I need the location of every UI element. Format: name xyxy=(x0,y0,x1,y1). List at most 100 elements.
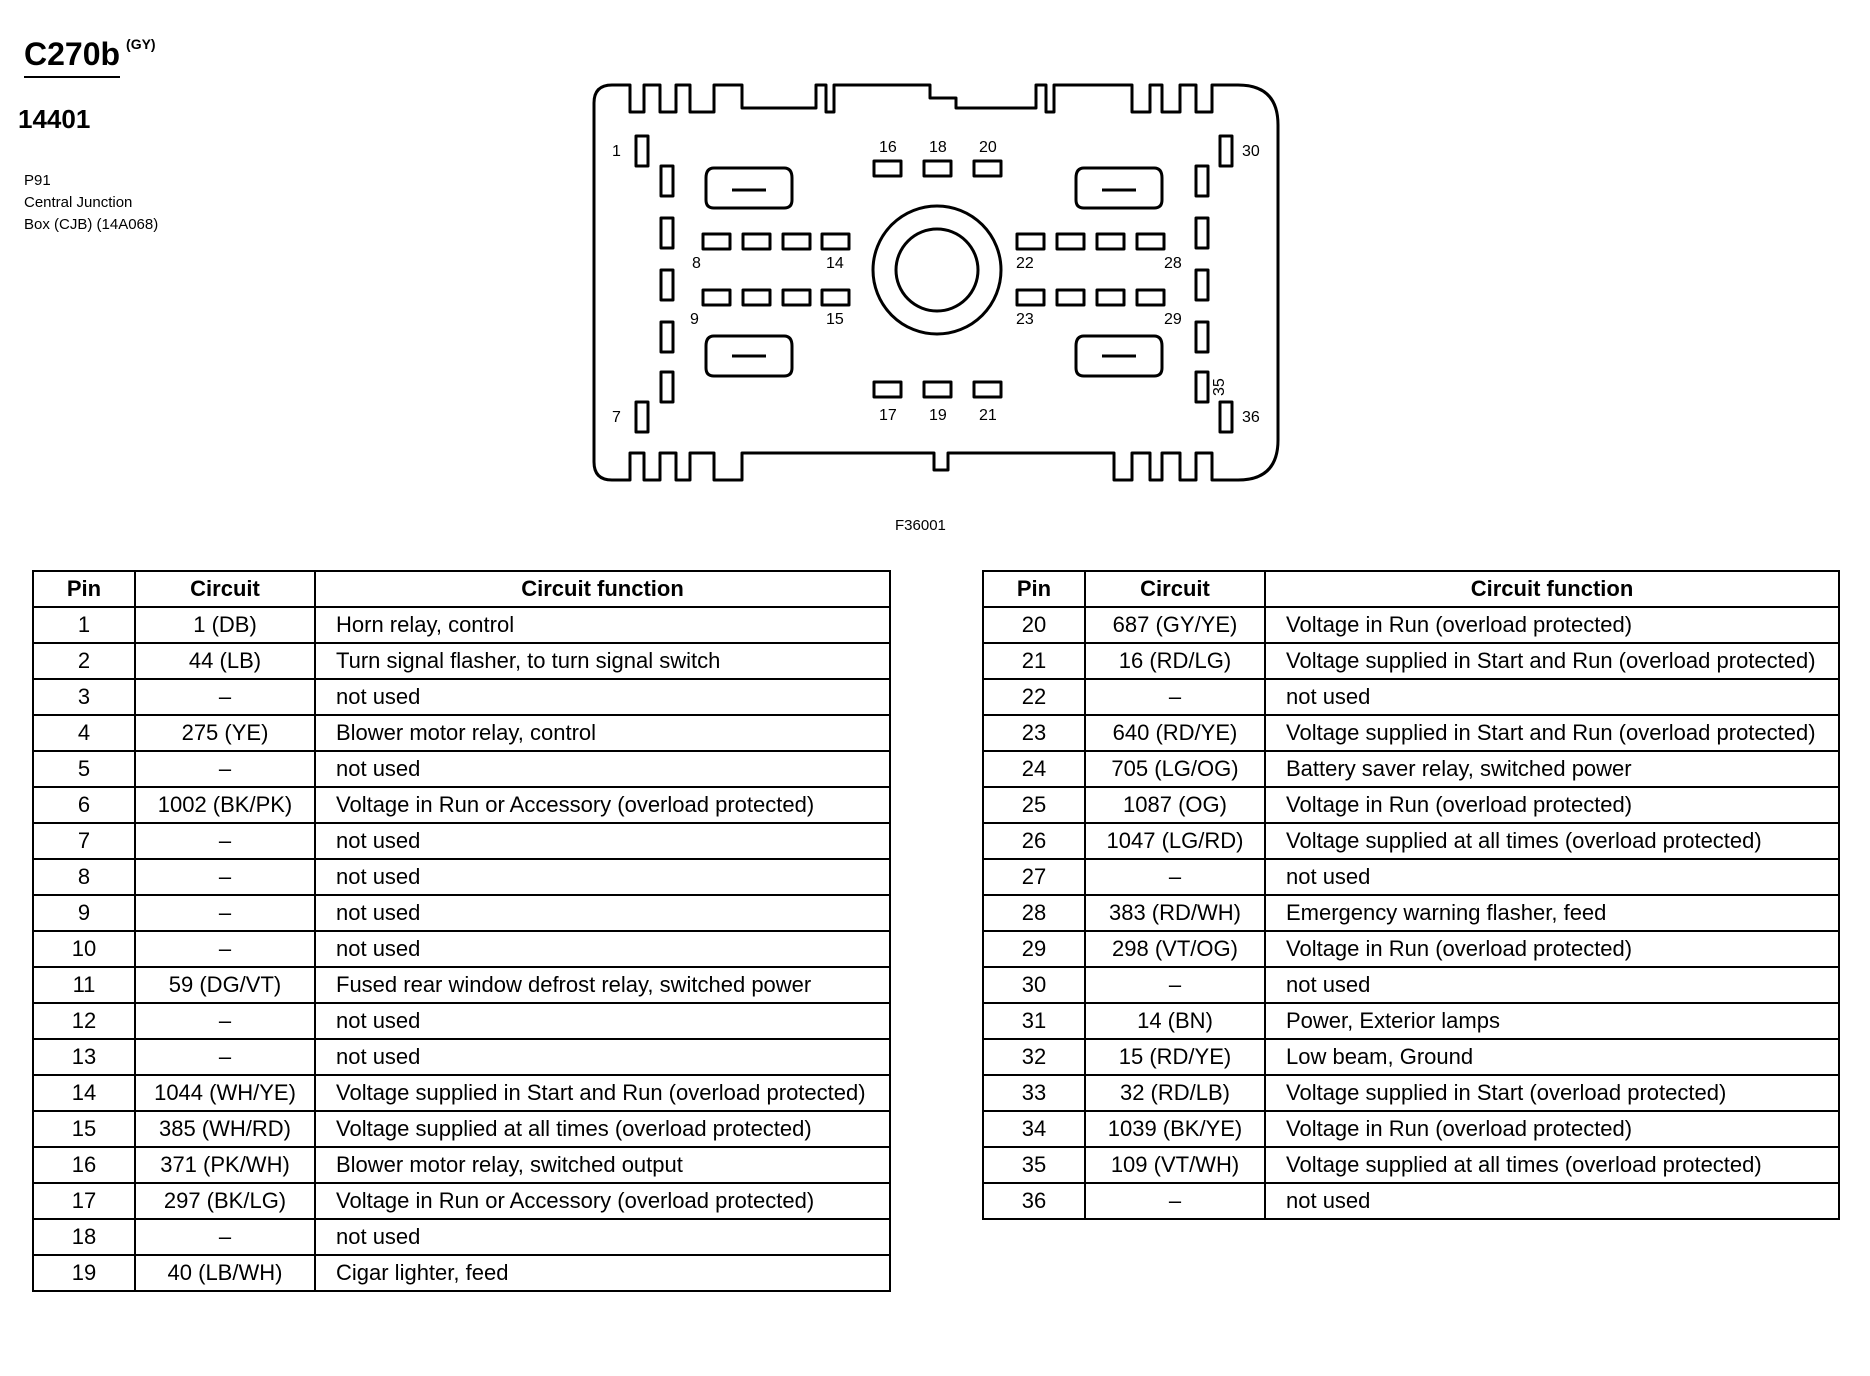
function-cell: Voltage supplied in Start and Run (overl… xyxy=(1264,714,1840,752)
circuit-cell: 1047 (LG/RD) xyxy=(1084,822,1266,860)
circuit-cell: – xyxy=(134,750,316,788)
part-number: 14401 xyxy=(18,104,91,134)
terminal-slot xyxy=(1194,268,1210,302)
terminal-slot xyxy=(781,232,812,251)
table-row: 30–not used xyxy=(982,966,1840,1004)
table-row: 9–not used xyxy=(32,894,891,932)
pin-cell: 13 xyxy=(32,1038,136,1076)
pin-label: 23 xyxy=(1016,311,1034,328)
pin-cell: 5 xyxy=(32,750,136,788)
table-row: 36–not used xyxy=(982,1182,1840,1220)
pin-cell: 2 xyxy=(32,642,136,680)
terminal-slot xyxy=(872,159,903,178)
circuit-cell: 371 (PK/WH) xyxy=(134,1146,316,1184)
circuit-cell: 15 (RD/YE) xyxy=(1084,1038,1266,1076)
table-row: 10–not used xyxy=(32,930,891,968)
table-header-row: Pin Circuit Circuit function xyxy=(32,570,891,608)
circuit-cell: – xyxy=(1084,1182,1266,1220)
pin-label: 8 xyxy=(692,255,701,272)
terminal-slot xyxy=(972,380,1003,399)
function-cell: Voltage in Run (overload protected) xyxy=(1264,606,1840,644)
function-cell: Voltage supplied in Start (overload prot… xyxy=(1264,1074,1840,1112)
function-cell: not used xyxy=(1264,966,1840,1004)
function-cell: Horn relay, control xyxy=(314,606,891,644)
table-header-row: Pin Circuit Circuit function xyxy=(982,570,1840,608)
circuit-cell: 705 (LG/OG) xyxy=(1084,750,1266,788)
function-cell: not used xyxy=(314,678,891,716)
terminal-slot xyxy=(1194,320,1210,354)
pin-cell: 7 xyxy=(32,822,136,860)
terminal-slot xyxy=(659,320,675,354)
description-line: Central Junction xyxy=(24,194,133,211)
function-cell: not used xyxy=(314,894,891,932)
pin-cell: 35 xyxy=(982,1146,1086,1184)
table-row: 22–not used xyxy=(982,678,1840,716)
pin-cell: 6 xyxy=(32,786,136,824)
terminal-slot xyxy=(1135,232,1166,251)
header-circuit: Circuit xyxy=(134,570,316,608)
terminal-slot xyxy=(741,288,772,307)
circuit-cell: 32 (RD/LB) xyxy=(1084,1074,1266,1112)
pin-cell: 27 xyxy=(982,858,1086,896)
terminal-slot xyxy=(701,288,732,307)
connector-id: C270b(GY) xyxy=(24,36,156,78)
circuit-cell: – xyxy=(134,1218,316,1256)
table-row: 13–not used xyxy=(32,1038,891,1076)
housing-outline xyxy=(592,83,1280,482)
circuit-cell: – xyxy=(134,1002,316,1040)
table-row: 5–not used xyxy=(32,750,891,788)
terminal-slot xyxy=(659,370,675,404)
terminal-slot xyxy=(634,134,650,168)
function-cell: Blower motor relay, control xyxy=(314,714,891,752)
function-cell: not used xyxy=(1264,858,1840,896)
pin-cell: 11 xyxy=(32,966,136,1004)
pin-cell: 10 xyxy=(32,930,136,968)
pin-label: 21 xyxy=(979,407,997,424)
pin-label: 28 xyxy=(1164,255,1182,272)
pin-cell: 28 xyxy=(982,894,1086,932)
circuit-cell: – xyxy=(134,930,316,968)
circuit-cell: 297 (BK/LG) xyxy=(134,1182,316,1220)
terminal-slot xyxy=(1218,400,1234,434)
pin-cell: 26 xyxy=(982,822,1086,860)
function-cell: not used xyxy=(314,1218,891,1256)
pin-cell: 12 xyxy=(32,1002,136,1040)
keying-lug xyxy=(704,166,794,210)
table-row: 3–not used xyxy=(32,678,891,716)
function-cell: Voltage supplied at all times (overload … xyxy=(314,1110,891,1148)
pin-cell: 25 xyxy=(982,786,1086,824)
circuit-cell: – xyxy=(134,1038,316,1076)
pin-cell: 3 xyxy=(32,678,136,716)
pin-cell: 4 xyxy=(32,714,136,752)
pin-cell: 24 xyxy=(982,750,1086,788)
terminal-slot xyxy=(781,288,812,307)
terminal-slot xyxy=(659,164,675,198)
pin-cell: 32 xyxy=(982,1038,1086,1076)
terminal-slot xyxy=(972,159,1003,178)
center-post-outer xyxy=(871,204,1003,336)
pin-label: 30 xyxy=(1242,143,1260,160)
pin-cell: 8 xyxy=(32,858,136,896)
pin-cell: 14 xyxy=(32,1074,136,1112)
terminal-slot xyxy=(659,268,675,302)
circuit-cell: 16 (RD/LG) xyxy=(1084,642,1266,680)
terminal-slot xyxy=(1015,232,1046,251)
circuit-cell: 59 (DG/VT) xyxy=(134,966,316,1004)
terminal-slot xyxy=(872,380,903,399)
terminal-slot xyxy=(922,380,953,399)
pin-cell: 18 xyxy=(32,1218,136,1256)
terminal-slot xyxy=(1218,134,1234,168)
function-cell: not used xyxy=(314,930,891,968)
function-cell: not used xyxy=(1264,678,1840,716)
terminal-slot xyxy=(820,288,851,307)
description-line: P91 xyxy=(24,172,51,189)
